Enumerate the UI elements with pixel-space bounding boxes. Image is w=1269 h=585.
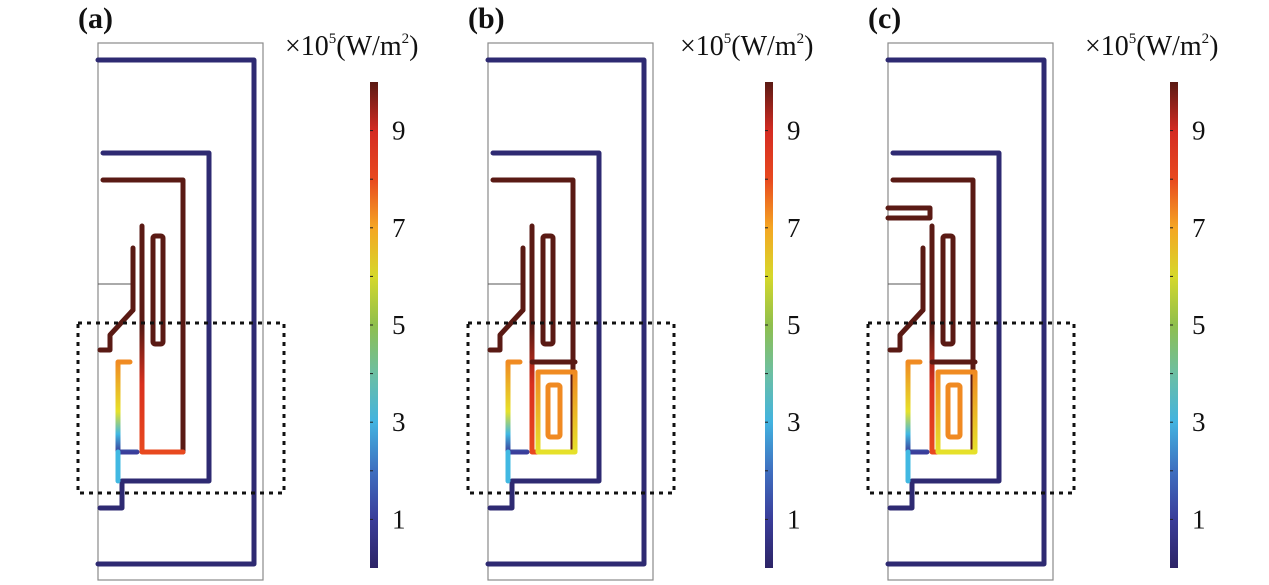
colorbar-unit: ×105(W/m2) <box>1085 31 1218 62</box>
middle-conductor <box>887 150 1002 511</box>
added-ring <box>945 382 963 440</box>
slender-ring <box>150 233 166 347</box>
unit-part: ×10 <box>680 31 724 62</box>
domain-frame <box>97 42 264 581</box>
colorbar-tick-label: 7 <box>1192 213 1206 243</box>
left-strip <box>905 359 930 455</box>
slender-ring <box>940 233 956 347</box>
region-of-interest <box>76 321 286 495</box>
unit-part: 2 <box>402 31 410 47</box>
region-of-interest <box>466 321 676 495</box>
unit-part: 5 <box>1129 31 1137 47</box>
colorbar-tick-label: 9 <box>392 116 406 146</box>
colorbar <box>1170 82 1178 568</box>
colorbar-tick-label: 7 <box>787 213 801 243</box>
left-strip <box>505 359 530 455</box>
arm-diagonal <box>97 307 136 353</box>
colorbar-tick-label: 7 <box>392 213 406 243</box>
colorbar-tick-label: 1 <box>1192 504 1206 534</box>
added-box <box>935 369 978 455</box>
added-box <box>535 369 578 455</box>
domain-frame <box>887 42 1054 581</box>
left-strip <box>115 359 140 455</box>
unit-part: 2 <box>797 31 805 47</box>
colorbar-tick-label: 5 <box>1192 310 1206 340</box>
region-of-interest <box>866 321 1076 495</box>
unit-part: ×10 <box>1085 31 1129 62</box>
colorbar-tick-label: 3 <box>787 407 801 437</box>
outer-conductor <box>95 57 257 567</box>
arm-diagonal <box>487 307 526 353</box>
colorbar-unit: ×105(W/m2) <box>285 31 418 62</box>
unit-part: ) <box>804 31 813 62</box>
colorbar-tick-label: 9 <box>1192 116 1206 146</box>
rod-right <box>139 223 186 455</box>
domain-frame <box>487 42 654 581</box>
unit-part: ×10 <box>285 31 329 62</box>
colorbar-tick-label: 1 <box>392 504 406 534</box>
colorbar-tick-label: 9 <box>787 116 801 146</box>
unit-part: ) <box>1209 31 1218 62</box>
panel-label: (b) <box>468 2 505 35</box>
colorbar <box>765 82 773 568</box>
middle-conductor <box>487 150 602 511</box>
added-stub <box>885 205 933 221</box>
unit-part: 5 <box>329 31 337 47</box>
colorbar-tick-label: 3 <box>1192 407 1206 437</box>
unit-part: (W/m <box>731 31 797 62</box>
colorbar-tick-label: 5 <box>392 310 406 340</box>
inner-conductor <box>100 177 186 455</box>
panel-label: (c) <box>868 2 901 35</box>
arm-diagonal <box>887 307 926 353</box>
unit-part: ) <box>409 31 418 62</box>
unit-part: (W/m <box>1136 31 1202 62</box>
outer-conductor <box>885 57 1047 567</box>
slender-ring <box>540 233 556 347</box>
colorbar-tick-label: 5 <box>787 310 801 340</box>
unit-part: 2 <box>1202 31 1210 47</box>
middle-conductor <box>97 150 212 511</box>
outer-conductor <box>485 57 647 567</box>
colorbar-tick-label: 3 <box>392 407 406 437</box>
colorbar <box>370 82 378 568</box>
colorbar-tick-label: 1 <box>787 504 801 534</box>
unit-part: 5 <box>724 31 732 47</box>
added-ring <box>545 382 563 440</box>
panel-label: (a) <box>78 2 113 35</box>
unit-part: (W/m <box>336 31 402 62</box>
colorbar-unit: ×105(W/m2) <box>680 31 813 62</box>
